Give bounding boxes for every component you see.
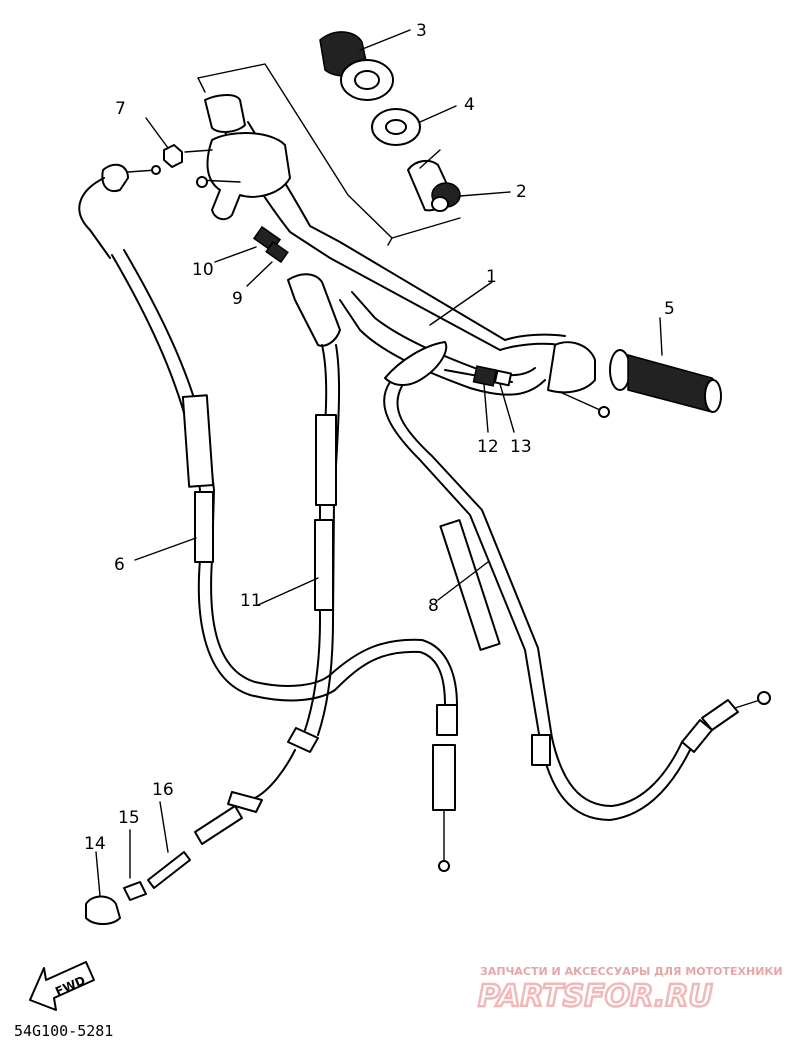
diagram-code: 54G100-5281: [14, 1022, 113, 1040]
cable-part-6: [78, 163, 458, 872]
grip-part-5: [547, 317, 722, 418]
label-part-16: 16: [152, 780, 174, 800]
label-part-14: 14: [84, 834, 106, 854]
collar-part-15: [123, 829, 147, 901]
label-part-12: 12: [477, 437, 499, 457]
left-throttle-housing: [184, 94, 291, 221]
throttle-tube-part-2: [407, 159, 511, 212]
label-part-11: 11: [240, 591, 262, 611]
left-lever-holder: [287, 273, 341, 347]
cable-part-8: [383, 381, 771, 821]
label-part-13: 13: [510, 437, 532, 457]
right-lever-holder: [384, 341, 448, 386]
grip-part-3: [319, 29, 411, 101]
leader-misc: [419, 149, 441, 169]
watermark: ЗАПЧАСТИ И АКСЕССУАРЫ ДЛЯ МОТОТЕХНИКИ PA…: [477, 965, 783, 1015]
label-part-6: 6: [114, 555, 125, 575]
watermark-brand: PARTSFOR.RU: [478, 979, 713, 1014]
label-part-10: 10: [192, 260, 214, 280]
label-part-2: 2: [516, 182, 527, 202]
label-part-3: 3: [416, 21, 427, 41]
label-part-1: 1: [486, 267, 497, 287]
label-part-8: 8: [428, 596, 439, 616]
adjuster-part-9-10: [214, 225, 289, 287]
label-part-7: 7: [115, 99, 126, 119]
label-part-5: 5: [664, 299, 675, 319]
label-part-9: 9: [232, 289, 243, 309]
label-part-4: 4: [464, 95, 475, 115]
cable-part-11: [194, 344, 341, 845]
grip-assembly-bracket: [197, 63, 461, 246]
nut-part-7: [145, 117, 183, 168]
watermark-caption: ЗАПЧАСТИ И АКСЕССУАРЫ ДЛЯ МОТОТЕХНИКИ: [480, 965, 783, 978]
washer-part-4: [371, 105, 457, 146]
label-part-15: 15: [118, 808, 140, 828]
adjuster-part-12-13: [444, 365, 515, 433]
leader-part-1: [429, 281, 493, 326]
forward-direction-arrow: FWD: [29, 961, 95, 1011]
joint-part-14: [85, 851, 121, 925]
cable-end-part-16: [147, 801, 191, 889]
